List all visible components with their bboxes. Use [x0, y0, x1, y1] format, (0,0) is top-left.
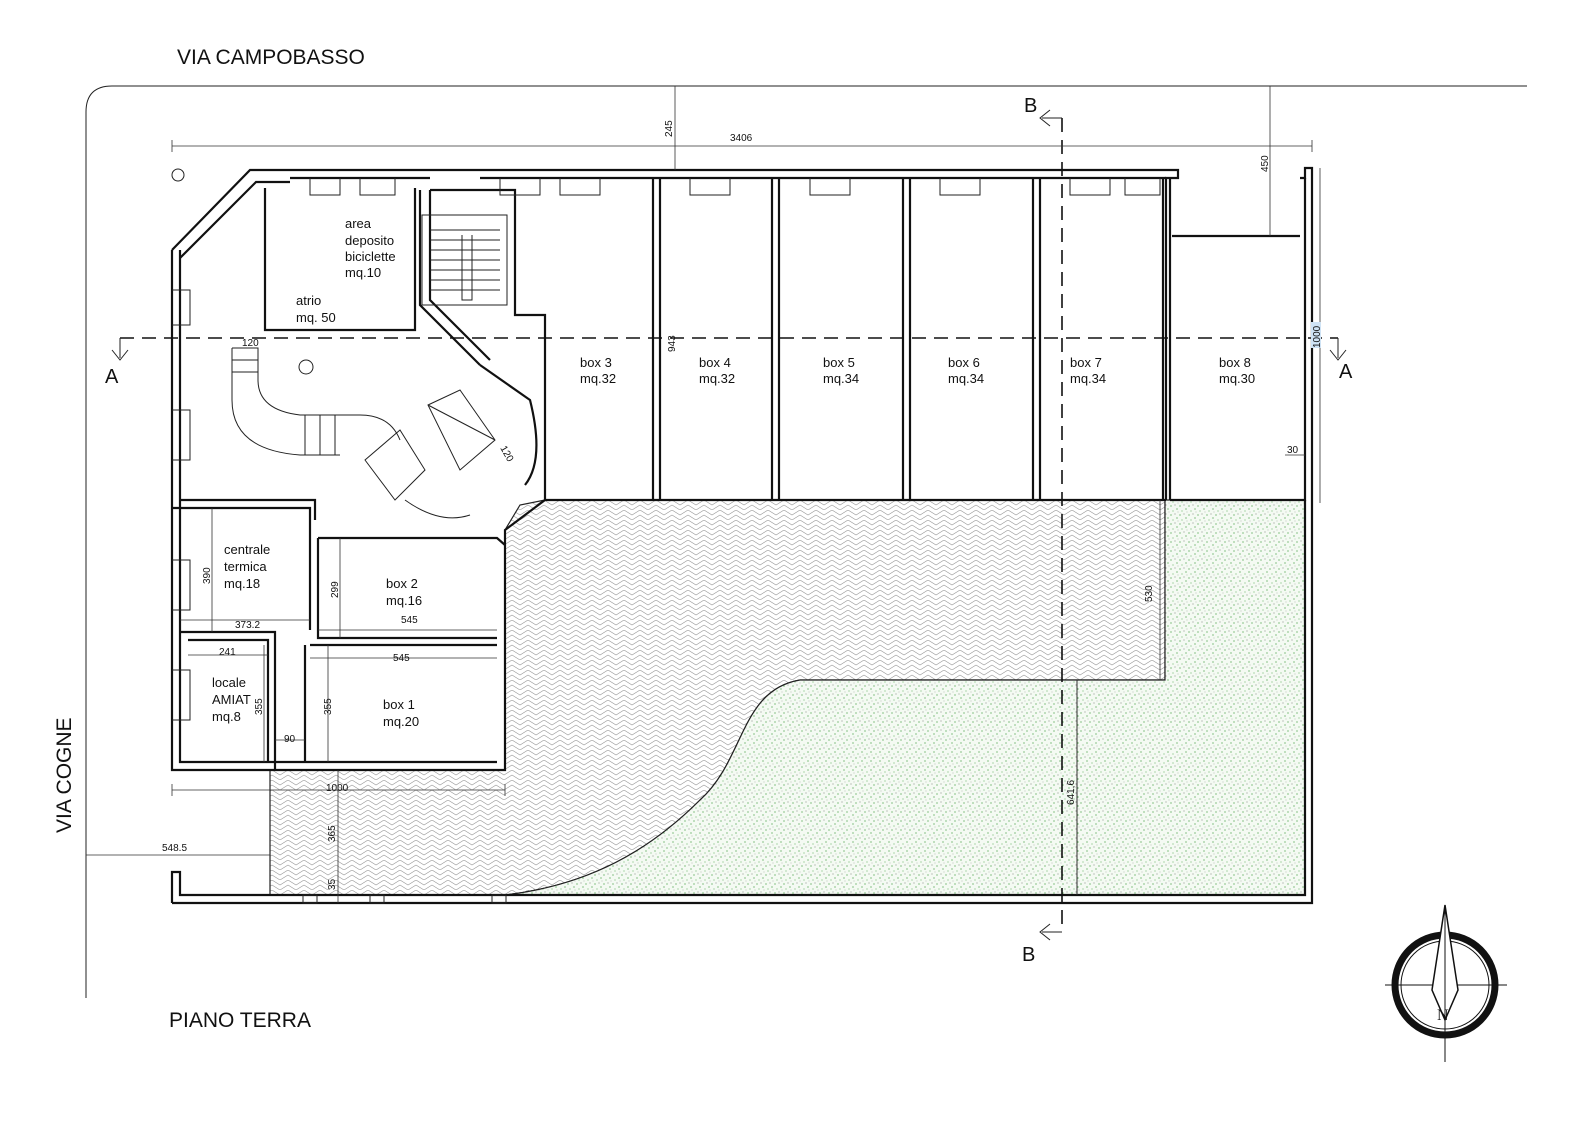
section-line-b: B B — [1022, 95, 1063, 966]
column-marker — [171, 168, 185, 182]
street-top: VIA CAMPOBASSO — [177, 46, 365, 69]
svg-text:355: 355 — [254, 698, 265, 715]
svg-text:35: 35 — [327, 878, 338, 890]
svg-text:545: 545 — [393, 653, 410, 664]
svg-text:box 2mq.16: box 2mq.16 — [386, 576, 422, 608]
svg-text:B: B — [1024, 95, 1037, 117]
svg-text:box 8mq.30: box 8mq.30 — [1219, 355, 1255, 386]
svg-text:1000: 1000 — [1312, 325, 1323, 348]
svg-text:450: 450 — [1260, 155, 1271, 172]
plan-title: PIANO TERRA — [169, 1009, 311, 1032]
svg-text:box 1mq.20: box 1mq.20 — [383, 697, 419, 729]
svg-text:1000: 1000 — [326, 783, 349, 794]
svg-text:box 5mq.34: box 5mq.34 — [823, 355, 859, 386]
dimension-texts: 3406 245 450 943 1000 120 120 30 390 299… — [162, 120, 1323, 890]
svg-text:box 6mq.34: box 6mq.34 — [948, 355, 984, 386]
section-line-a: A A — [105, 337, 1353, 388]
column — [298, 359, 314, 375]
svg-text:355: 355 — [323, 698, 334, 715]
svg-text:245: 245 — [664, 120, 675, 137]
svg-text:943: 943 — [667, 335, 678, 352]
street-left: VIA COGNE — [53, 717, 76, 833]
svg-text:641,6: 641,6 — [1066, 780, 1077, 805]
svg-text:120: 120 — [242, 338, 259, 349]
north-arrow-icon: N — [1385, 904, 1507, 1062]
svg-text:box 3mq.32: box 3mq.32 — [580, 355, 616, 386]
svg-text:3406: 3406 — [730, 133, 753, 144]
svg-text:A: A — [1339, 361, 1353, 383]
svg-text:30: 30 — [1287, 445, 1299, 456]
svg-text:373.2: 373.2 — [235, 620, 260, 631]
svg-text:N: N — [1437, 1007, 1449, 1024]
svg-text:B: B — [1022, 944, 1035, 966]
svg-text:545: 545 — [401, 615, 418, 626]
svg-text:299: 299 — [330, 581, 341, 598]
box-dividers — [651, 178, 1172, 500]
svg-text:A: A — [105, 366, 119, 388]
svg-text:box 4mq.32: box 4mq.32 — [699, 355, 735, 386]
svg-text:box 7mq.34: box 7mq.34 — [1070, 355, 1106, 386]
windows — [172, 178, 1161, 904]
svg-text:530: 530 — [1144, 585, 1155, 602]
site-boundary — [85, 85, 1527, 998]
svg-text:120: 120 — [497, 444, 515, 464]
svg-text:365: 365 — [327, 825, 338, 842]
staircase — [231, 214, 508, 519]
building-walls — [170, 166, 1314, 905]
svg-text:241: 241 — [219, 647, 236, 658]
svg-text:90: 90 — [284, 734, 296, 745]
dimension-lines — [86, 86, 1321, 903]
svg-text:548.5: 548.5 — [162, 843, 187, 854]
svg-text:390: 390 — [202, 567, 213, 584]
garden-area — [504, 499, 1306, 896]
